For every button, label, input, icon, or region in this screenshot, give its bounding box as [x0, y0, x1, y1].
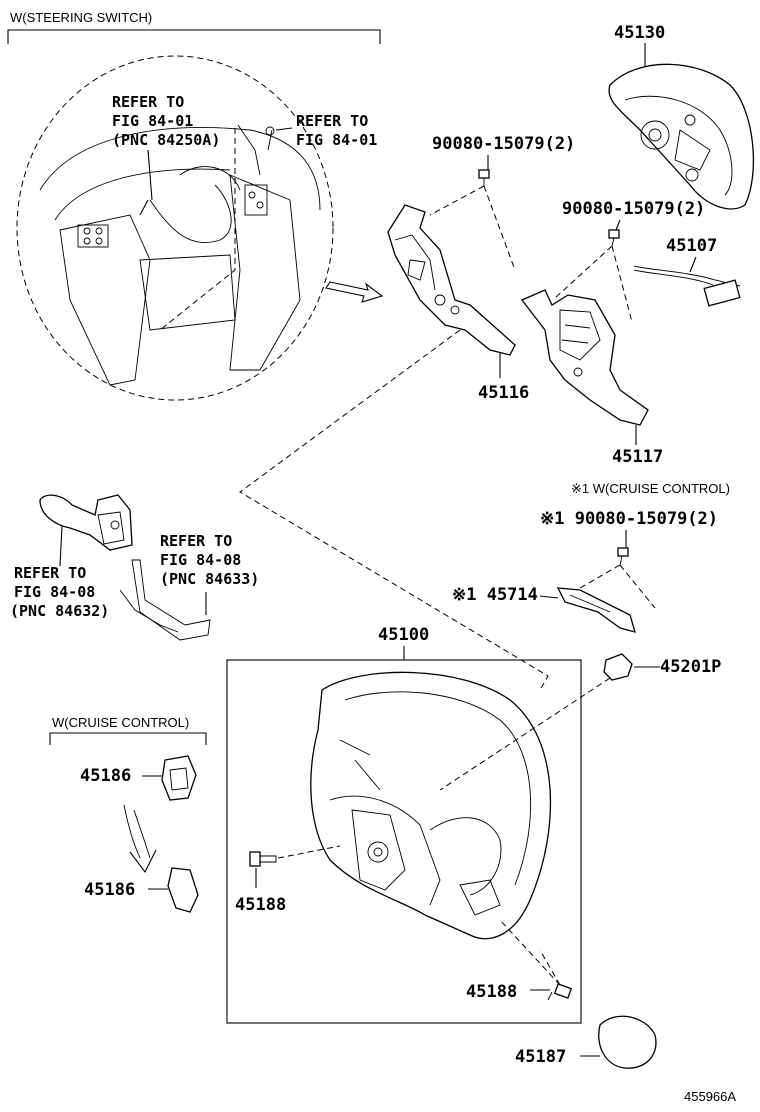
- connector-dash-main: [239, 329, 549, 691]
- svg-text:※1 90080-15079(2): ※1 90080-15079(2): [540, 509, 718, 529]
- part-45100-steering-wheel: [310, 671, 552, 940]
- part-45188-bolt-left: [249, 845, 341, 888]
- svg-text:FIG 84-01: FIG 84-01: [296, 131, 377, 149]
- label-45116: 45116: [478, 383, 529, 403]
- label-45186-upper: 45186: [80, 766, 131, 786]
- screw-90080-15079-right: 90080-15079(2): [554, 199, 705, 323]
- screw-90080-15079-cruise: ※1 90080-15079(2): [540, 509, 718, 609]
- diagram-code: 455966A: [684, 1089, 736, 1104]
- svg-text:90080-15079(2): 90080-15079(2): [562, 199, 705, 219]
- label-45187: 45187: [515, 1047, 566, 1067]
- svg-text:(PNC 84633): (PNC 84633): [160, 570, 259, 588]
- part-45201p-damper: [439, 653, 660, 791]
- svg-text:REFER TO: REFER TO: [14, 564, 86, 582]
- label-45186-lower: 45186: [84, 880, 135, 900]
- part-45188-bolt-lower: [499, 919, 573, 1001]
- ref-84-08-84633: REFER TO FIG 84-08 (PNC 84633): [160, 532, 259, 615]
- label-45201p: 45201P: [660, 657, 721, 677]
- part-45116-switch: [387, 204, 516, 378]
- label-45100: 45100: [378, 625, 429, 645]
- svg-text:REFER TO: REFER TO: [160, 532, 232, 550]
- label-45130: 45130: [614, 23, 665, 43]
- part-45187-cap: [580, 1015, 657, 1069]
- cover-transition-arrow: [123, 804, 157, 874]
- part-45186-cover-upper: [142, 755, 197, 801]
- screw-90080-15079-upper: 90080-15079(2): [429, 134, 575, 271]
- steering-switch-label: W(STEERING SWITCH): [10, 10, 152, 25]
- steering-switch-bracket: [7, 29, 381, 44]
- svg-text:FIG 84-08: FIG 84-08: [14, 583, 95, 601]
- svg-text:FIG 84-01: FIG 84-01: [112, 112, 193, 130]
- part-45117-switch: [520, 289, 649, 445]
- svg-text:REFER TO: REFER TO: [296, 112, 368, 130]
- direction-arrow: [325, 281, 384, 303]
- svg-text:90080-15079(2): 90080-15079(2): [432, 134, 575, 154]
- svg-text:FIG 84-08: FIG 84-08: [160, 551, 241, 569]
- label-45188-upper: 45188: [235, 895, 286, 915]
- cruise-control-note: ※1 W(CRUISE CONTROL): [571, 481, 730, 496]
- label-45188-lower: 45188: [466, 982, 517, 1002]
- part-45107-harness: 45107: [633, 236, 741, 307]
- svg-text:※1 45714: ※1 45714: [452, 585, 538, 605]
- part-45186-cover-lower: [148, 867, 199, 913]
- label-45117: 45117: [612, 447, 663, 467]
- label-45107: 45107: [666, 236, 717, 256]
- svg-text:REFER TO: REFER TO: [112, 93, 184, 111]
- part-45714-bracket: ※1 45714: [452, 585, 636, 633]
- ref-84-08-84632: REFER TO FIG 84-08 (PNC 84632): [10, 564, 109, 620]
- ref-84-01: REFER TO FIG 84-01: [265, 112, 377, 149]
- cruise-control-bracket: [49, 732, 207, 745]
- svg-text:(PNC 84250A): (PNC 84250A): [112, 131, 220, 149]
- ref-84-01-84250a: REFER TO FIG 84-01 (PNC 84250A): [112, 93, 220, 201]
- part-45130-horn-pad: [608, 43, 754, 210]
- steering-wheel-box: [226, 659, 582, 1024]
- cruise-lever-switch: [39, 494, 211, 641]
- steering-wheel-overview: [16, 55, 334, 401]
- svg-text:(PNC 84632): (PNC 84632): [10, 602, 109, 620]
- cruise-control-group-label: W(CRUISE CONTROL): [52, 715, 189, 730]
